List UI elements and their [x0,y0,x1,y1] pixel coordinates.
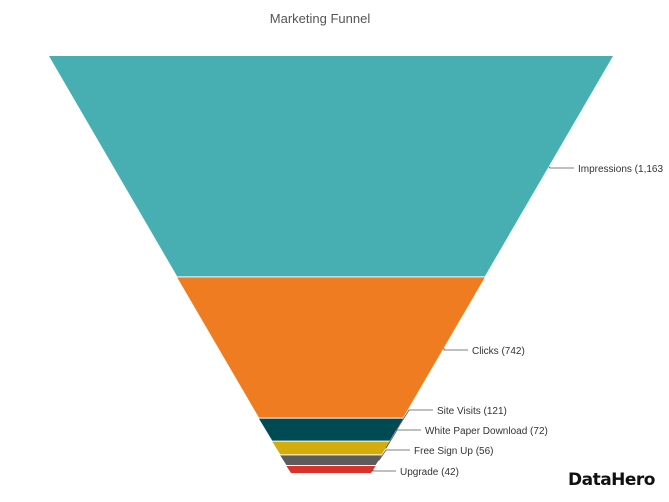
stage-label: Site Visits (121) [437,406,507,417]
label-leader-line [385,429,421,449]
stage-label: White Paper Download (72) [425,426,548,437]
funnel-segment [177,277,485,418]
funnel-segment [272,441,390,455]
stage-label: Free Sign Up (56) [414,446,493,457]
stage-label: Upgrade (42) [400,467,459,478]
label-leader-line [443,347,468,351]
chart-title: Marketing Funnel [270,11,371,26]
funnel-segment [280,455,382,466]
datahero-logo: DataHero [567,470,656,490]
funnel-segment [258,418,404,441]
stage-label: Clicks (742) [472,346,525,357]
funnel-segment [286,466,376,473]
label-leader-line [396,409,433,431]
label-leader-line [370,469,396,472]
funnel-segments [49,56,613,473]
label-leader-line [548,166,574,169]
label-leader-line [378,449,410,461]
funnel-segment [49,56,613,277]
stage-label: Impressions (1,163 [578,164,663,175]
label-leaders [370,166,574,472]
